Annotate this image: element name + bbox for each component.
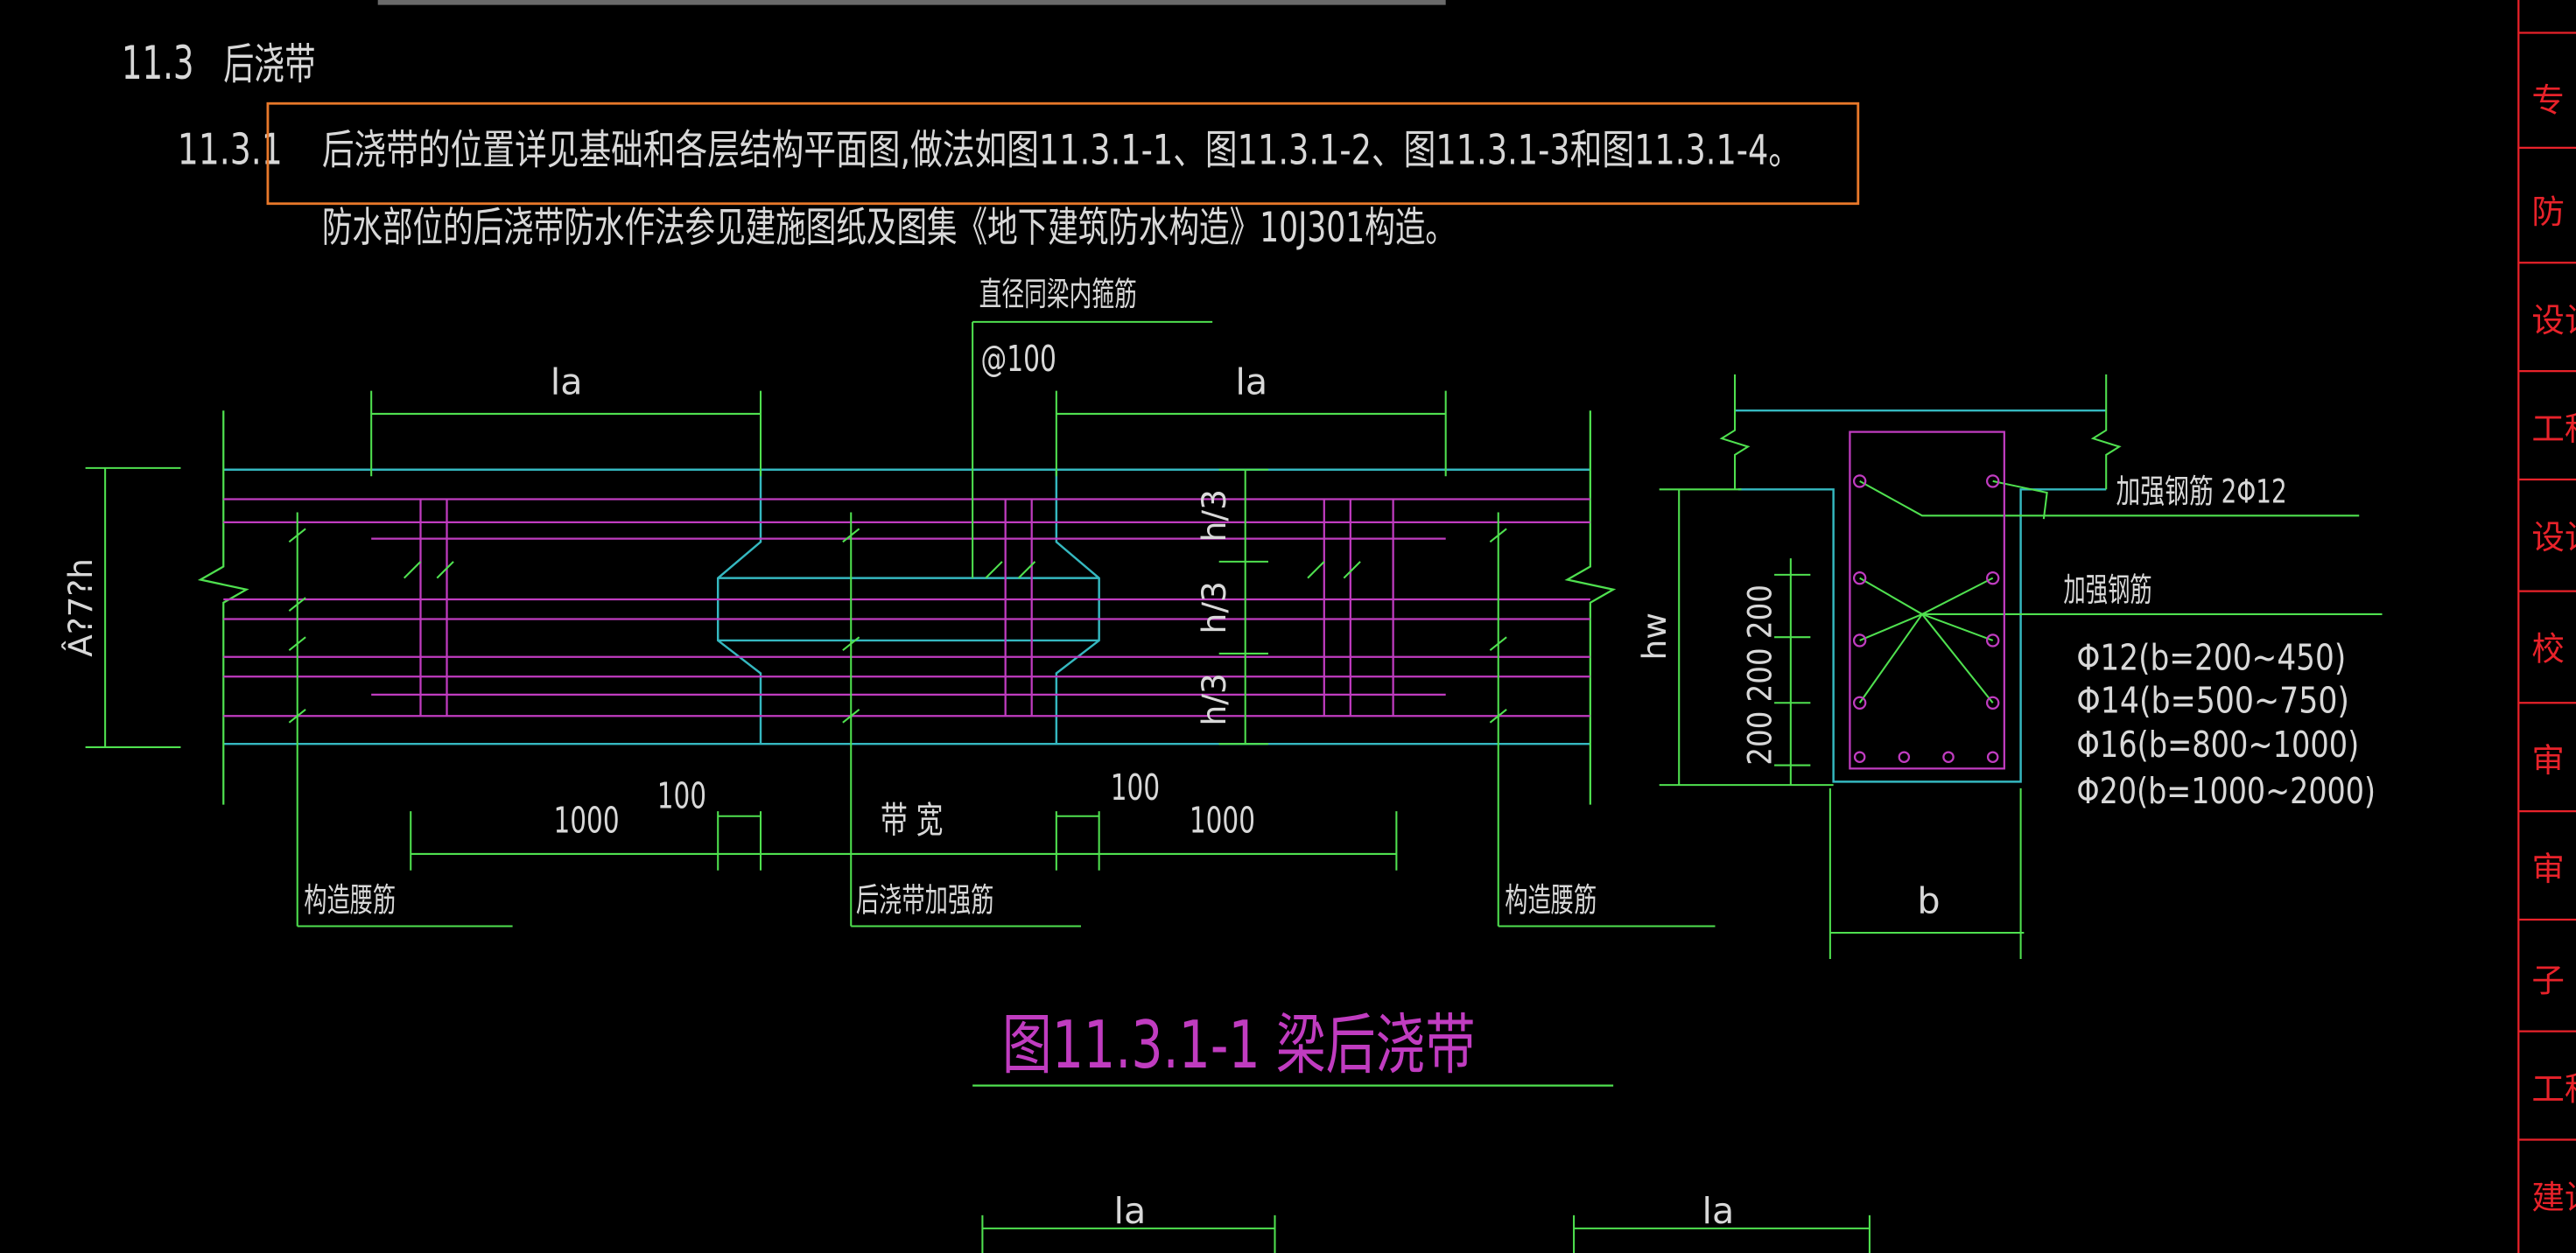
title-block-item: 子 xyxy=(2531,962,2565,1000)
la-left-label: la xyxy=(551,360,583,402)
dim-100-right: 100 xyxy=(1111,766,1160,808)
clause-number: 11.3.1 xyxy=(178,125,283,175)
clause-line-1: 后浇带的位置详见基础和各层结构平面图,做法如图11.3.1-1、图11.3.1-… xyxy=(322,127,1800,175)
stirrup-spacing: @100 xyxy=(981,338,1056,380)
stirrup-note: 直径同梁内箍筋 xyxy=(979,275,1137,313)
title-block-item: 工程 xyxy=(2531,1069,2576,1108)
height-label: Â?7?h xyxy=(61,558,100,657)
spec-line-4: Φ20(b=1000~2000) xyxy=(2076,770,2376,812)
h3-bot-label: h/3 xyxy=(1195,673,1233,725)
b-label: b xyxy=(1917,880,1940,922)
spec-line-2: Φ14(b=500~750) xyxy=(2076,680,2349,722)
next-la-right-label: la xyxy=(1702,1190,1734,1232)
hw-label: hw xyxy=(1635,612,1674,660)
title-block-item: 设计 xyxy=(2531,301,2576,340)
beam-cross-section: 加强钢筋 2Φ12 加强钢筋 Φ12(b=200~450) Φ14(b=500~… xyxy=(1635,374,2383,960)
dim-100-left: 100 xyxy=(657,774,706,816)
title-block-item: 审 xyxy=(2531,850,2565,888)
h3-mid-label: h/3 xyxy=(1195,581,1233,634)
section-title: 后浇带 xyxy=(223,39,315,89)
la-right-label: la xyxy=(1235,360,1267,402)
title-block-item: 防 xyxy=(2531,192,2565,231)
figure-caption: 图11.3.1-1 梁后浇带 xyxy=(1002,1006,1476,1083)
h3-top-label: h/3 xyxy=(1195,489,1233,542)
title-block-item: 专 xyxy=(2531,81,2565,120)
selection-box[interactable] xyxy=(266,102,1860,206)
dim-1000-left: 1000 xyxy=(554,800,620,842)
spec-line-1: Φ12(b=200~450) xyxy=(2076,637,2346,679)
dim-1000-right: 1000 xyxy=(1190,800,1255,842)
beam-elevation: 直径同梁内箍筋 @100 la la Â?7?h h/3 h/3 h/3 100… xyxy=(61,275,1716,928)
waist-bar-right-label: 构造腰筋 xyxy=(1505,881,1597,920)
title-block-item: 工程 xyxy=(2531,410,2576,448)
spec-line-3: Φ16(b=800~1000) xyxy=(2076,724,2359,766)
title-block-item: 审 xyxy=(2531,741,2565,780)
title-block-item: 设计 xyxy=(2531,518,2576,556)
reinforce-mid-label: 加强钢筋 xyxy=(2063,570,2151,609)
title-block-item: 建设 xyxy=(2531,1178,2576,1216)
vertical-dims-label: 200 200 200 xyxy=(1740,584,1779,765)
clause-line-2: 防水部位的后浇带防水作法参见建施图纸及图集《地下建筑防水构造》10J301构造。 xyxy=(322,204,1456,252)
title-block-item: 校 xyxy=(2531,629,2565,668)
next-detail: la la xyxy=(981,1190,1871,1253)
next-la-left-label: la xyxy=(1114,1190,1147,1232)
section-number: 11.3 xyxy=(122,37,194,90)
band-width-label: 带 宽 xyxy=(881,800,943,842)
waist-bar-left-label: 构造腰筋 xyxy=(304,881,396,920)
title-block: 专 防 设计 工程 设计 校 审 审 子 工程 建设 xyxy=(2517,0,2576,1253)
reinforce-top-label: 加强钢筋 2Φ12 xyxy=(2116,472,2286,510)
cut-off-text-line xyxy=(377,0,1446,5)
reinforce-bar-label: 后浇带加强筋 xyxy=(856,881,994,920)
